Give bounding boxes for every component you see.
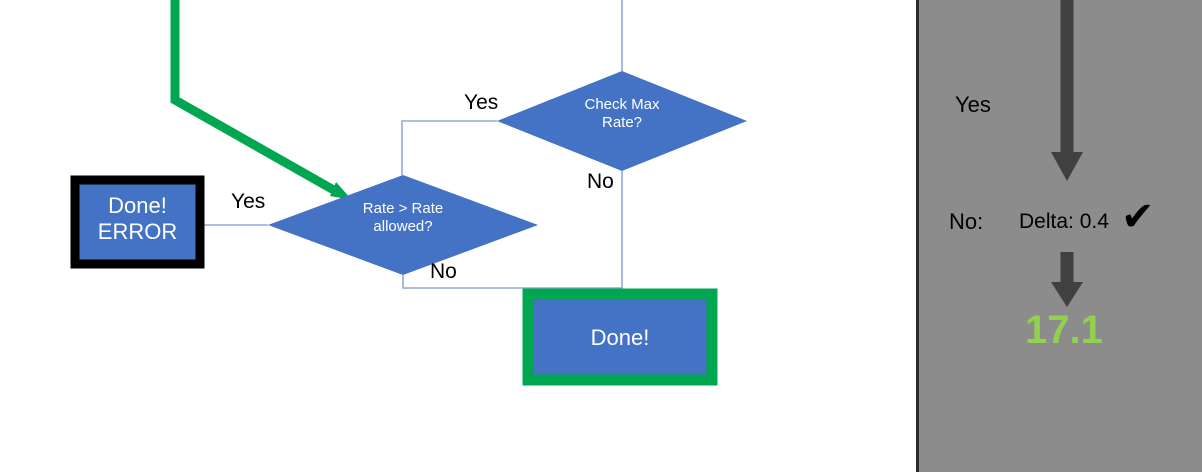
connector-no-rate-gt	[402, 275, 622, 289]
panel-arrow-short-head	[1051, 282, 1083, 307]
panel-delta-label: Delta: 0.4	[1019, 210, 1109, 233]
green-highlight-arrowhead	[330, 182, 352, 200]
node-rate-gt-rate-allowed-shape	[268, 175, 538, 275]
panel-result-value: 17.1	[1025, 308, 1103, 352]
edge-label-yes-rate-gt: Yes	[231, 190, 266, 213]
panel-no-label: No:	[949, 209, 984, 234]
panel-arrow-long-head	[1051, 152, 1083, 181]
panel-arrow-group	[1051, 0, 1083, 307]
status-panel: Yes No: Delta: 0.4 ✔ 17.1	[916, 0, 1202, 472]
edge-label-yes-check-max-rate: Yes	[464, 91, 499, 114]
edge-label-no-rate-gt: No	[430, 260, 457, 283]
panel-check-icon: ✔	[1121, 194, 1155, 240]
node-check-max-rate-shape	[497, 71, 747, 171]
edge-label-no-check-max-rate: No	[587, 170, 614, 193]
node-done-error-outline	[70, 175, 205, 269]
panel-yes-label: Yes	[955, 92, 991, 117]
connector-yes-check-max-rate	[401, 120, 497, 175]
node-done-outline	[522, 288, 718, 386]
green-highlight-arrow	[170, 0, 342, 197]
